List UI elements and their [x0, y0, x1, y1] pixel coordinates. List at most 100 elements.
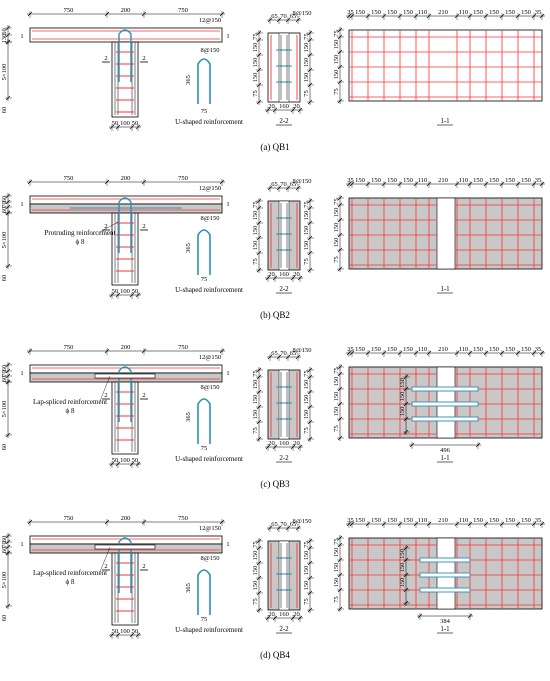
dimension-label: 150 — [387, 517, 397, 524]
top-bar-callout: 12@150 — [199, 525, 221, 532]
dimension-label: 150 — [333, 55, 340, 65]
dimension-label: 150 — [371, 177, 381, 184]
dimension-label: 150 — [303, 566, 310, 576]
web-bottom-label: 60 — [1, 275, 8, 282]
plan-slab — [348, 29, 543, 102]
dimension-label: 60 — [1, 547, 8, 554]
dimension-label: 150 — [333, 548, 340, 558]
lap-splice-bar — [94, 544, 156, 550]
dimension-label: 75 — [252, 427, 259, 434]
dimension-label: 750 — [178, 515, 188, 522]
dimension-label: 75 — [252, 258, 259, 265]
dimension-label: 35 — [347, 9, 354, 16]
dimension-label: 70 — [1, 541, 8, 548]
u-width-label: 75 — [201, 445, 208, 452]
dimension-label: 50 — [112, 457, 119, 464]
dimension-label: 150 — [403, 177, 413, 184]
section-bar-callout: 8@150 — [293, 518, 312, 525]
dimension-label: 20 — [268, 103, 275, 110]
dimension-label: 110 — [459, 177, 469, 184]
section-mark-1: 1 — [226, 541, 229, 548]
section-core — [278, 32, 290, 103]
section-1-1-label: 1-1 — [440, 625, 450, 633]
dimension-label: 750 — [64, 175, 74, 182]
plan-lap-bar — [419, 557, 471, 563]
cut-mark-2: 2 — [104, 392, 107, 399]
lap-length-label: 496 — [440, 447, 451, 454]
dimension-label: 150 — [333, 407, 340, 417]
section-core — [278, 540, 290, 611]
dimension-label: 75 — [333, 198, 340, 205]
section-core — [278, 369, 290, 440]
dimension-label: 150 — [387, 346, 397, 353]
dimension-label: 160 — [279, 271, 289, 278]
dimension-label: 150 — [399, 392, 406, 402]
u-height-label: 365 — [185, 583, 192, 593]
dimension-label: 750 — [178, 7, 188, 14]
dimension-label: 65 — [271, 13, 278, 20]
dimension-label: 100 — [120, 457, 130, 464]
dimension-label: 35 — [535, 177, 542, 184]
dimension-label: 150 — [355, 517, 365, 524]
web-height-label: 5×100 — [1, 401, 8, 418]
dimension-label: 65 — [271, 521, 278, 528]
dimension-label: 150 — [403, 346, 413, 353]
bottom-bar-callout: 8@150 — [201, 215, 220, 222]
protruding-label: Protruding reinforcement — [45, 229, 116, 237]
dimension-label: 150 — [303, 410, 310, 420]
top-bar-callout: 12@150 — [199, 17, 221, 24]
dimension-label: 210 — [438, 177, 448, 184]
dimension-label: 750 — [178, 344, 188, 351]
dimension-label: 150 — [333, 238, 340, 248]
dimension-label: 150 — [333, 208, 340, 218]
dimension-label: 75 — [333, 30, 340, 37]
dimension-label: 50 — [112, 120, 119, 127]
plan-lap-bar — [411, 386, 479, 392]
dimension-label: 150 — [252, 380, 259, 390]
dimension-label: 150 — [333, 392, 340, 402]
dimension-label: 70 — [1, 370, 8, 377]
dimension-label: 35 — [535, 9, 542, 16]
dimension-label: 70 — [280, 13, 287, 20]
u-shaped-label: U-shaped reinforcement — [175, 626, 243, 634]
lap-length-label: 384 — [440, 618, 451, 625]
dimension-label: 50 — [112, 628, 119, 635]
dimension-label: 110 — [459, 346, 469, 353]
dimension-label: 150 — [505, 9, 515, 16]
dimension-label: 210 — [438, 346, 448, 353]
dimension-label: 60 — [1, 376, 8, 383]
bottom-bar-callout: 8@150 — [201, 47, 220, 54]
u-height-label: 365 — [185, 75, 192, 85]
dimension-label: 150 — [399, 549, 406, 559]
dimension-label: 75 — [333, 88, 340, 95]
dimension-label: 75 — [303, 598, 310, 605]
flange-top-layer — [29, 195, 223, 205]
dimension-label: 150 — [252, 73, 259, 83]
dimension-label: 75 — [252, 370, 259, 377]
dimension-label: 150 — [303, 211, 310, 221]
phi8-label: ϕ 8 — [66, 407, 75, 415]
dimension-label: 110 — [459, 9, 469, 16]
dimension-label: 750 — [178, 175, 188, 182]
dimension-label: 75 — [333, 256, 340, 263]
dimension-label: 150 — [252, 581, 259, 591]
dimension-label: 150 — [252, 43, 259, 53]
dimension-label: 160 — [279, 440, 289, 447]
dimension-label: 150 — [252, 395, 259, 405]
phi8-label: ϕ 8 — [76, 238, 85, 246]
web-bottom-label: 60 — [1, 444, 8, 451]
dimension-label: 100 — [120, 628, 130, 635]
bottom-bar-callout: 8@150 — [201, 384, 220, 391]
dimension-label: 65 — [290, 13, 297, 20]
dimension-label: 50 — [132, 288, 139, 295]
dimension-label: 160 — [279, 103, 289, 110]
cut-mark-2: 2 — [142, 55, 145, 62]
section-bar-callout: 8@150 — [293, 178, 312, 185]
section-bar-callout: 8@150 — [293, 10, 312, 17]
dimension-label: 150 — [403, 9, 413, 16]
dimension-label: 210 — [438, 517, 448, 524]
dimension-label: 150 — [505, 177, 515, 184]
